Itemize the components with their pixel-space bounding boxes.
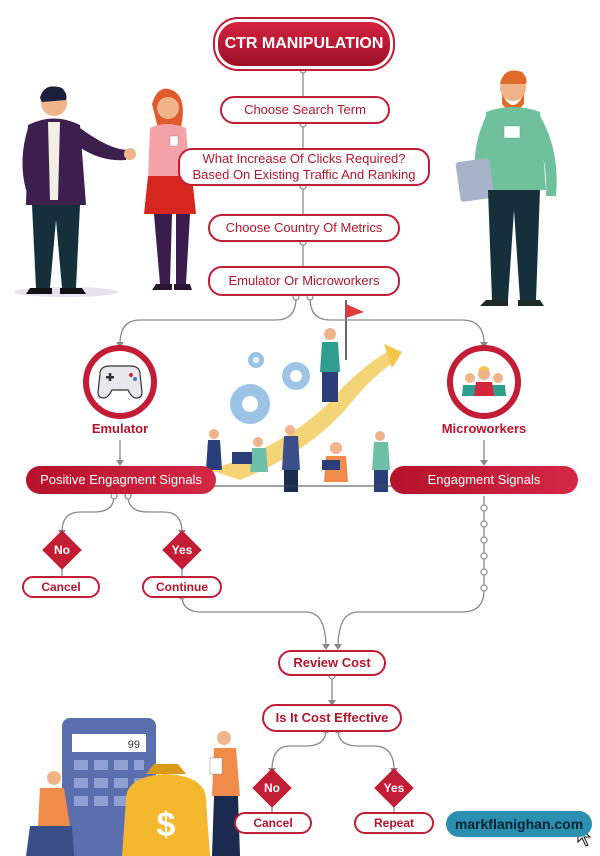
- emulator-cancel: Cancel: [22, 576, 100, 598]
- final-no-diamond: [252, 768, 292, 808]
- emulator-yes-label: Yes: [171, 543, 193, 557]
- emulator-icon-circle: [83, 345, 157, 419]
- step-clicks-required-line1: What Increase Of Clicks Required?: [202, 151, 406, 166]
- brand-link[interactable]: markflanighan.com: [446, 811, 592, 837]
- step-review-cost: Review Cost: [278, 650, 386, 676]
- man-with-laptop-illustration: [455, 70, 557, 306]
- step-emulator-or-microworkers: Emulator Or Microworkers: [208, 266, 400, 296]
- team-success-illustration: [206, 300, 404, 492]
- microworkers-icon-circle: [447, 345, 521, 419]
- emulator-no-diamond: [42, 530, 82, 570]
- calculator-display-text: 99: [128, 739, 140, 751]
- connectors: [61, 70, 485, 812]
- final-no-label: No: [264, 781, 280, 795]
- positive-engagement-signals-bar: Positive Engagment Signals: [26, 466, 216, 494]
- step-clicks-required: What Increase Of Clicks Required? Based …: [178, 148, 430, 186]
- step-clicks-required-line2: Based On Existing Traffic And Ranking: [192, 167, 416, 182]
- step-choose-country: Choose Country Of Metrics: [208, 214, 400, 242]
- final-yes-label: Yes: [383, 781, 405, 795]
- emulator-no-label: No: [54, 543, 70, 557]
- emulator-yes-diamond: [162, 530, 202, 570]
- engagement-signals-bar: Engagment Signals: [390, 466, 578, 494]
- emulator-continue: Continue: [142, 576, 222, 598]
- calculator-money-illustration: [26, 718, 240, 856]
- dollar-sign-icon: $: [157, 806, 176, 844]
- step-cost-effective: Is It Cost Effective: [262, 704, 402, 732]
- workers-group-icon: [462, 366, 506, 396]
- diagram-title: CTR MANIPULATION: [218, 22, 390, 66]
- man-presenter-illustration: [14, 86, 136, 297]
- final-repeat: Repeat: [354, 812, 434, 834]
- woman-illustration: [144, 88, 196, 290]
- step-choose-search-term: Choose Search Term: [220, 96, 390, 124]
- emulator-label: Emulator: [91, 421, 149, 436]
- gamepad-icon: [97, 365, 143, 399]
- final-yes-diamond: [374, 768, 414, 808]
- microworkers-label: Microworkers: [441, 421, 527, 436]
- final-cancel: Cancel: [234, 812, 312, 834]
